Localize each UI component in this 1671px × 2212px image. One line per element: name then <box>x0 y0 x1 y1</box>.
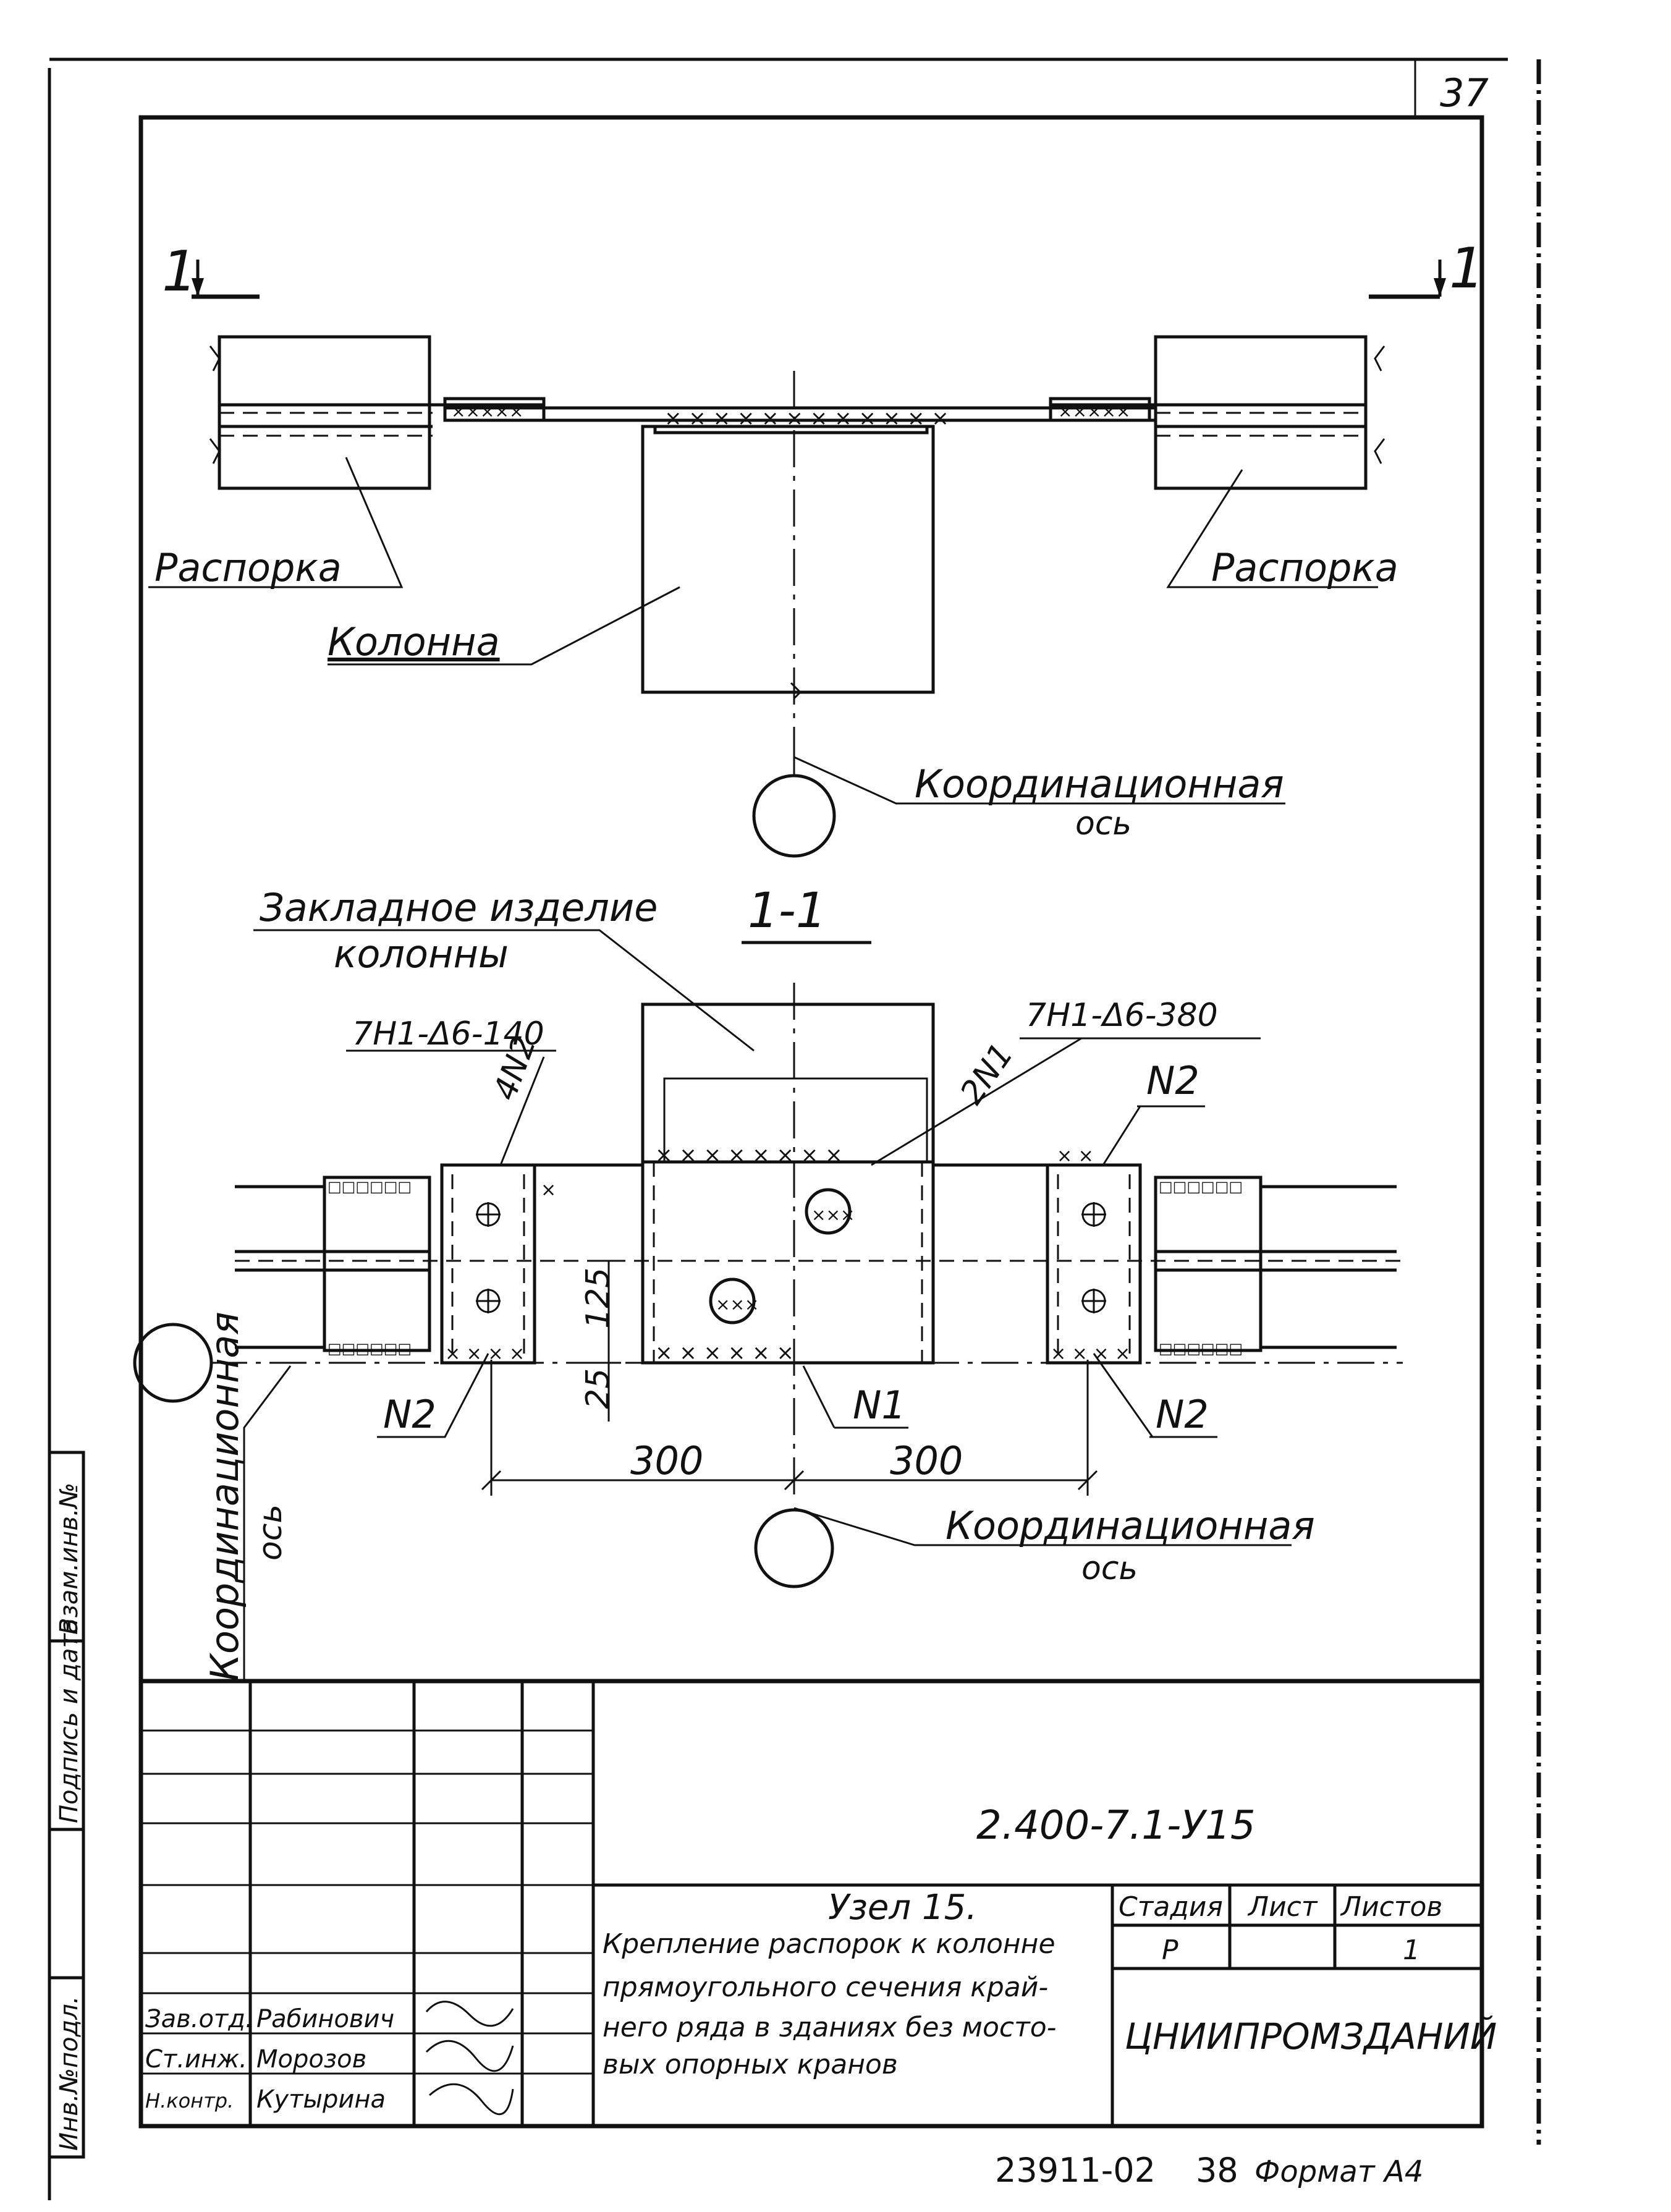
label-n1: N1 <box>853 1383 906 1428</box>
description-line-2: прямоугольного сечения край- <box>603 1972 1048 2003</box>
plate-weld-marks: × × × × × × × × × × × × <box>664 406 949 431</box>
svg-text:□□□□□□: □□□□□□ <box>328 1178 412 1195</box>
description-line-3: него ряда в зданиях без мосто- <box>603 2012 1057 2043</box>
connection-left: □□□□□□ □□□□□□ × × × × × <box>235 1163 556 1365</box>
connection-right: □□□□□□ □□□□□□ × × × × × × <box>1046 1145 1397 1365</box>
column-rect <box>641 425 935 694</box>
label-column: Колонна <box>328 619 500 664</box>
svg-text:125: 125 <box>580 1268 617 1329</box>
label-embedded-1: Закладное изделие <box>260 885 658 930</box>
svg-text:300: 300 <box>630 1438 703 1483</box>
label-axis-plan-2: ось <box>1075 805 1132 842</box>
description-line-1: Крепление распорок к колонне <box>603 1928 1055 1960</box>
svg-text:25: 25 <box>580 1368 617 1409</box>
label-embedded-2: колонны <box>334 931 509 977</box>
svg-text:1: 1 <box>1449 236 1484 301</box>
sheet-number: 37 <box>1440 70 1489 116</box>
svg-text:300: 300 <box>890 1438 963 1483</box>
label-n2-top: N2 <box>1146 1058 1199 1103</box>
staff-name-1: Рабинович <box>256 2005 394 2033</box>
section-mark-right: 1 <box>1369 236 1484 301</box>
plan-view: 1 1 × × × × × × × × × × × × ××××× <box>148 236 1484 858</box>
staff-role-1: Зав.отд. <box>145 2005 253 2033</box>
dimension-horizontal: 300 300 <box>481 1360 1098 1496</box>
svg-text:Подпись и дата: Подпись и дата <box>55 1619 83 1823</box>
description-line-4: вых опорных кранов <box>603 2049 898 2080</box>
svg-text:× × × ×: × × × × <box>1051 1343 1130 1365</box>
label-strut-left: Распорка <box>154 545 342 590</box>
svg-text:×××××: ××××× <box>1058 401 1130 422</box>
svg-text:×××: ××× <box>716 1294 759 1315</box>
svg-text:×××××: ××××× <box>451 401 523 422</box>
staff-role-3: Н.контр. <box>145 2089 234 2112</box>
svg-text:Взам.инв.№: Взам.инв.№ <box>55 1483 83 1635</box>
svg-text:×: × <box>541 1179 556 1201</box>
designation: 2.400-7.1-У15 <box>976 1803 1256 1849</box>
label-weld-left: 7Н1-Δ6-140 <box>352 1015 544 1053</box>
label-2n1: 2N1 <box>953 1036 1020 1111</box>
stage-header: Стадия <box>1119 1891 1223 1923</box>
axis-circle-plan <box>752 774 836 858</box>
side-stamp: Взам.инв.№ Подпись и дата Инв.№подл. <box>48 1451 85 2159</box>
signatures <box>425 2001 514 2116</box>
axis-circle-bottom <box>754 1508 834 1588</box>
label-n2-left: N2 <box>383 1392 436 1437</box>
strut-left: ××××× <box>209 335 546 490</box>
section-mark-left: 1 <box>162 239 260 304</box>
svg-text:□□□□□□: □□□□□□ <box>328 1340 412 1357</box>
footer-page: 38 <box>1196 2151 1238 2190</box>
svg-text:× × × × × × × ×: × × × × × × × × <box>655 1143 843 1167</box>
bolt-top-right: ××× <box>805 1188 855 1235</box>
bolt-bottom-left: ××× <box>709 1278 759 1324</box>
svg-text:□□□□□□: □□□□□□ <box>1159 1340 1243 1357</box>
svg-text:□□□□□□: □□□□□□ <box>1159 1178 1243 1195</box>
title-block: 2.400-7.1-У15 Узел 15. Крепление распоро… <box>138 1679 1497 2129</box>
sheets-header: Листов <box>1340 1891 1442 1923</box>
footer: 23911-02 38 Формат А4 <box>995 2151 1423 2190</box>
strut-right: ××××× <box>1049 335 1385 490</box>
svg-text:1: 1 <box>162 239 197 304</box>
label-axis-section-2: ось <box>1081 1550 1138 1587</box>
staff-role-2: Ст.инж. <box>145 2045 247 2074</box>
dimension-vertical: 125 25 <box>580 1260 621 1422</box>
svg-text:×××: ××× <box>811 1205 855 1225</box>
stage-value: Р <box>1162 1934 1178 1966</box>
label-n2-right: N2 <box>1156 1392 1209 1437</box>
sheets-value: 1 <box>1403 1934 1420 1966</box>
section-plate <box>641 1160 935 1365</box>
footer-code: 23911-02 <box>995 2151 1156 2190</box>
section-view: 1-1 Закладное изделие колонны × × × × × … <box>133 883 1409 1681</box>
label-weld-right: 7Н1-Δ6-380 <box>1026 997 1218 1034</box>
label-axis-vertical-2: ось <box>252 1504 289 1561</box>
section-title: 1-1 <box>748 883 826 939</box>
staff-name-3: Кутырина <box>256 2085 386 2114</box>
node-title: Узел 15. <box>828 1888 977 1928</box>
label-axis-vertical-1: Координационная <box>202 1312 247 1681</box>
label-axis-plan-1: Координационная <box>915 761 1284 807</box>
label-strut-right: Распорка <box>1211 545 1398 590</box>
sheet-header: Лист <box>1247 1891 1318 1923</box>
svg-text:× × × × × ×: × × × × × × <box>655 1341 794 1365</box>
footer-format: Формат А4 <box>1254 2155 1423 2189</box>
axis-circle-left <box>133 1323 213 1403</box>
svg-text:× ×: × × <box>1057 1145 1094 1167</box>
svg-text:Инв.№подл.: Инв.№подл. <box>55 1996 83 2151</box>
column-plate <box>445 406 1156 434</box>
staff-name-2: Морозов <box>256 2045 366 2074</box>
organization: ЦНИИПРОМЗДАНИЙ <box>1125 2015 1497 2057</box>
label-axis-section-1: Координационная <box>945 1503 1315 1548</box>
